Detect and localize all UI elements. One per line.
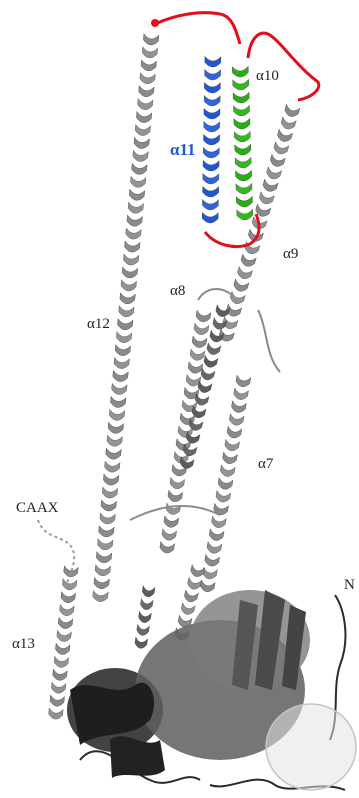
- label-alpha7: α7: [258, 456, 273, 473]
- red-loop-right: [248, 33, 319, 100]
- helix-alpha7: [200, 375, 250, 592]
- helix-alpha10: [232, 66, 253, 220]
- label-alpha10: α10: [256, 68, 279, 85]
- helix-alpha8: [160, 310, 211, 553]
- label-alpha11: α11: [170, 140, 196, 160]
- red-loop-top: [155, 13, 240, 44]
- label-alpha12: α12: [87, 316, 110, 333]
- loop-alpha8-top: [198, 289, 232, 300]
- domain-dark-helix-2: [110, 736, 165, 778]
- helix-alpha11: [202, 56, 221, 223]
- label-caax: CAAX: [16, 500, 59, 517]
- globular-domain: [67, 590, 356, 790]
- label-alpha13: α13: [12, 636, 35, 653]
- label-alpha9: α9: [283, 246, 298, 263]
- label-n-terminus: N: [344, 577, 355, 594]
- label-alpha8: α8: [170, 283, 185, 300]
- caax-dashed-tail: [38, 520, 74, 590]
- helix-lower-2: [135, 586, 155, 649]
- transparent-sphere: [266, 704, 356, 790]
- red-loop-dot: [151, 19, 159, 27]
- loop-alpha8-alpha7: [258, 310, 280, 372]
